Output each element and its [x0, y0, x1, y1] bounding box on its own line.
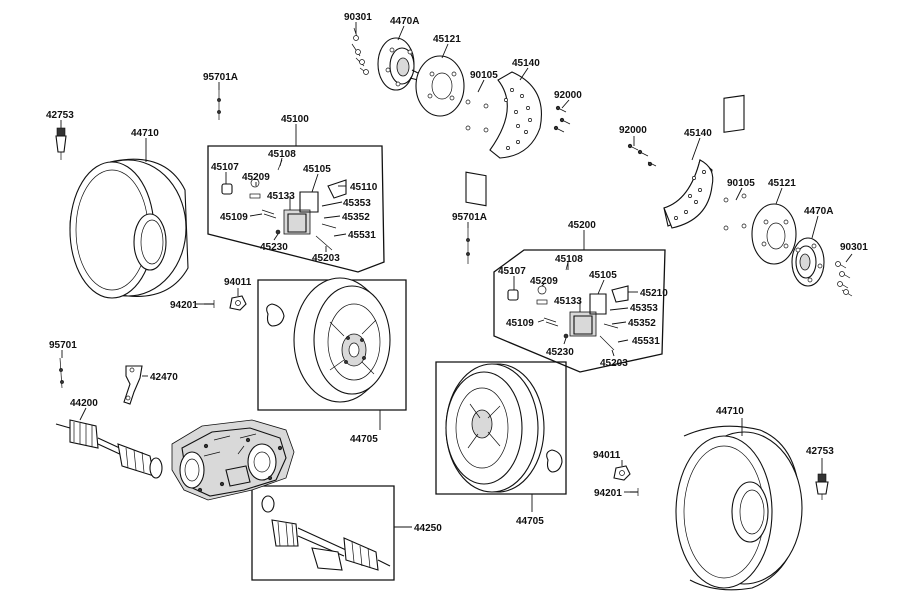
label-44200: 44200	[70, 398, 98, 409]
screw-95701A-left[interactable]	[217, 90, 221, 120]
label-90301: 90301	[344, 12, 372, 23]
label-45200: 45200	[568, 220, 596, 231]
label-45107-right: 45107	[498, 266, 526, 277]
label-45105-right: 45105	[589, 270, 617, 281]
label-45108-right: 45108	[555, 254, 583, 265]
label-90301-right: 90301	[840, 242, 868, 253]
label-45352-right: 45352	[628, 318, 656, 329]
screw-95701A-right[interactable]	[466, 228, 470, 264]
label-4470A-right: 4470A	[804, 206, 833, 217]
label-45140: 45140	[512, 58, 540, 69]
label-90105-right: 90105	[727, 178, 755, 189]
axle-shaft-44250[interactable]	[261, 495, 391, 571]
axle-shaft-box	[251, 485, 395, 581]
screw-set-92000-top[interactable]	[553, 105, 571, 133]
tire-left[interactable]	[69, 158, 189, 299]
label-45353-right: 45353	[630, 303, 658, 314]
screw-set-92000-right[interactable]	[627, 143, 657, 167]
brake-disc-plate-right[interactable]	[751, 203, 797, 265]
wheel-hub-top[interactable]	[377, 37, 421, 91]
bracket-42470[interactable]	[123, 365, 143, 405]
label-45107: 45107	[211, 162, 239, 173]
brake-rotor-right[interactable]	[663, 159, 714, 229]
bolt-set-90301-top[interactable]	[351, 27, 369, 75]
label-95701A: 95701A	[203, 72, 238, 83]
brake-rotor-top[interactable]	[489, 71, 542, 159]
label-45133: 45133	[267, 191, 295, 202]
label-45230: 45230	[260, 242, 288, 253]
wheel-rim-box-right	[435, 361, 567, 495]
label-45210: 45210	[640, 288, 668, 299]
screw-95701[interactable]	[59, 357, 64, 389]
drive-shaft-44200[interactable]	[55, 419, 163, 479]
nut-94011-right[interactable]	[613, 465, 631, 481]
label-92000: 92000	[554, 90, 582, 101]
label-45531: 45531	[348, 230, 376, 241]
label-95701A-right: 95701A	[452, 212, 487, 223]
label-45140-right: 45140	[684, 128, 712, 139]
label-42753: 42753	[46, 110, 74, 121]
label-45230-right: 45230	[546, 347, 574, 358]
valve-stem-right[interactable]	[815, 473, 829, 500]
label-94201: 94201	[170, 300, 198, 311]
label-45105: 45105	[303, 164, 331, 175]
label-44705-left: 44705	[350, 434, 378, 445]
label-45121: 45121	[433, 34, 461, 45]
label-92000-right: 92000	[619, 125, 647, 136]
label-4470A: 4470A	[390, 16, 419, 27]
label-95701: 95701	[49, 340, 77, 351]
rear-differential-housing[interactable]	[171, 419, 295, 501]
part-number-labels: 90301 4470A 45121 90105 45140 92000 9570…	[46, 12, 868, 534]
brake-disc-plate-top[interactable]	[415, 55, 465, 117]
valve-stem-left[interactable]	[55, 127, 67, 160]
label-44710: 44710	[131, 128, 159, 139]
label-45100: 45100	[281, 114, 309, 125]
label-42753-right: 42753	[806, 446, 834, 457]
brake-caliper-group-box-left	[207, 145, 385, 273]
label-45203: 45203	[312, 253, 340, 264]
label-94011: 94011	[224, 277, 252, 288]
tire-right[interactable]	[675, 425, 803, 591]
label-44705-right: 44705	[516, 516, 544, 527]
bolt-set-90105-top[interactable]	[465, 99, 489, 207]
brake-caliper-group-box-right	[493, 249, 666, 373]
label-45110: 45110	[350, 182, 378, 193]
pin-94201-left[interactable]	[204, 300, 215, 308]
label-45108: 45108	[268, 149, 296, 160]
label-45121-right: 45121	[768, 178, 796, 189]
caliper-parts-right[interactable]	[507, 261, 629, 351]
label-45352: 45352	[342, 212, 370, 223]
bolt-set-90105-right[interactable]	[723, 94, 747, 231]
label-94011-right: 94011	[593, 450, 621, 461]
wheel-rim-box-left	[257, 279, 407, 411]
wheel-rim-right[interactable]	[445, 363, 563, 493]
label-45353: 45353	[343, 198, 371, 209]
label-44710-right: 44710	[716, 406, 744, 417]
label-44250: 44250	[414, 523, 442, 534]
label-45203-right: 45203	[600, 358, 628, 369]
bolt-set-90301-right[interactable]	[835, 261, 853, 297]
label-45133-right: 45133	[554, 296, 582, 307]
label-45531-right: 45531	[632, 336, 660, 347]
nut-94011-left[interactable]	[229, 295, 247, 311]
pin-94201-right[interactable]	[630, 488, 639, 496]
label-94201-right: 94201	[594, 488, 622, 499]
label-45209-right: 45209	[530, 276, 558, 287]
label-42470: 42470	[150, 372, 178, 383]
leader-lines	[60, 22, 853, 528]
label-90105: 90105	[470, 70, 498, 81]
label-45109: 45109	[220, 212, 248, 223]
wheel-rim-left[interactable]	[266, 277, 391, 403]
label-45209: 45209	[242, 172, 270, 183]
wheel-hub-right[interactable]	[791, 237, 825, 287]
label-45109-right: 45109	[506, 318, 534, 329]
